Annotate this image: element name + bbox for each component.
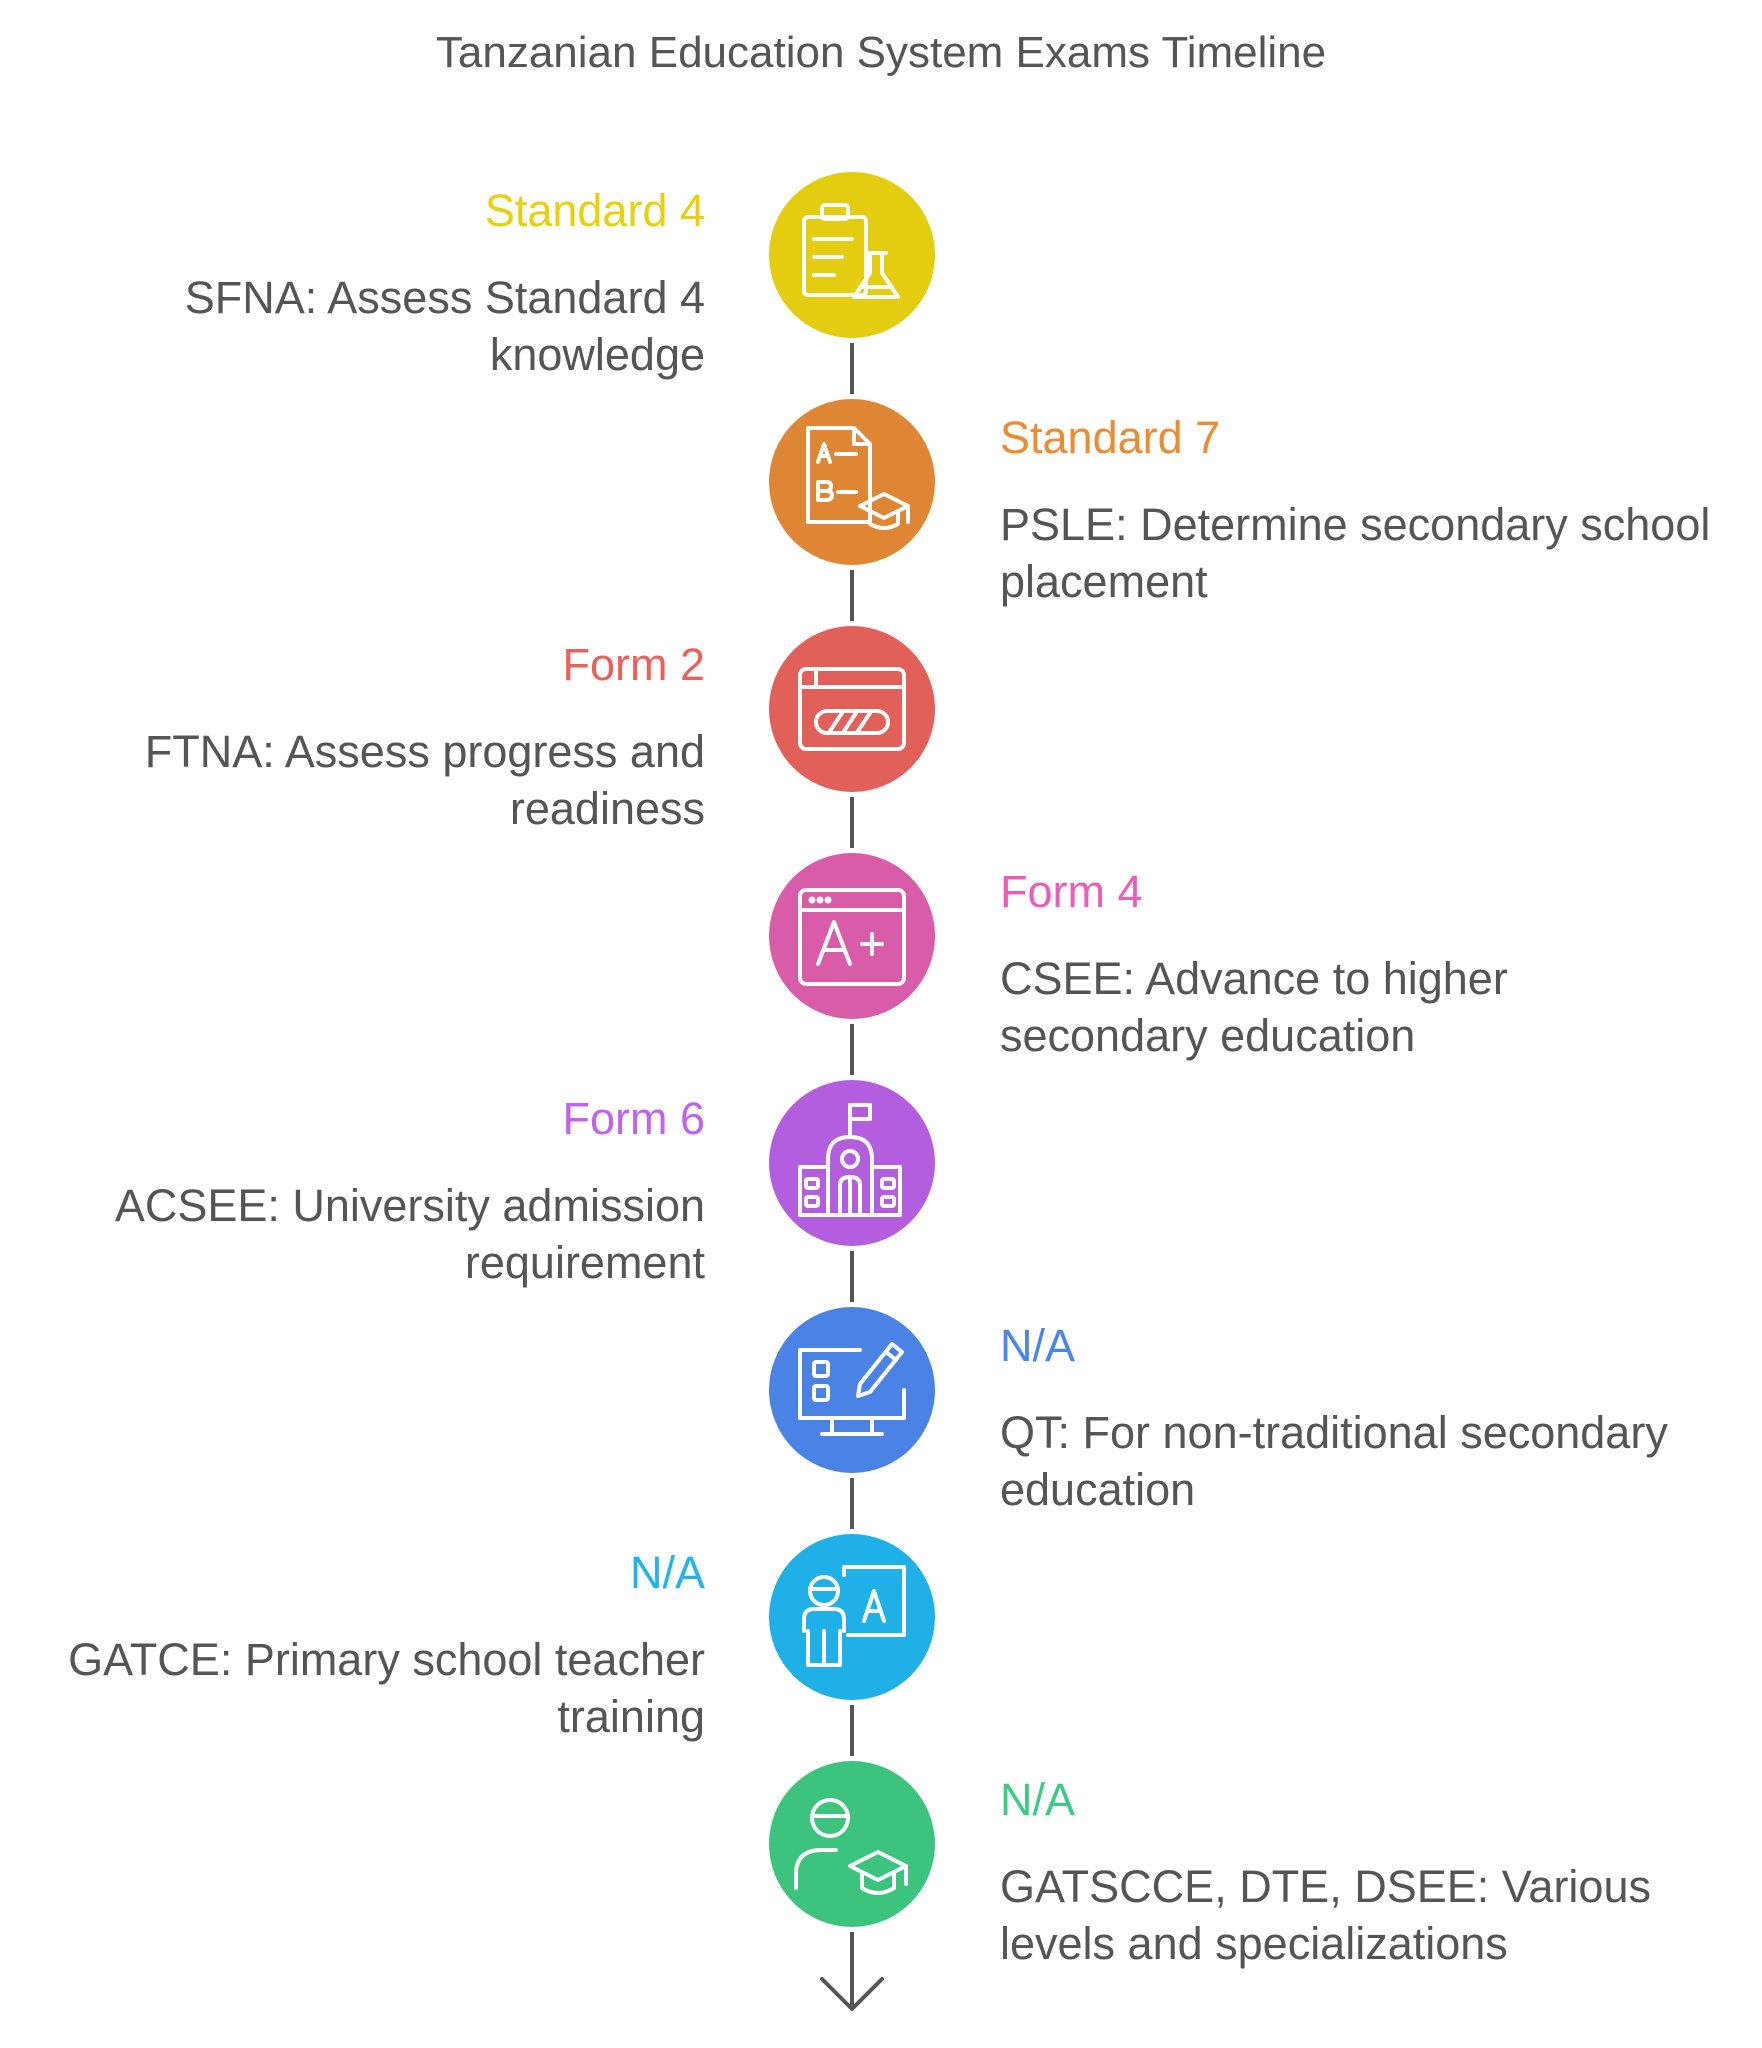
clipboard-flask-icon <box>802 203 900 299</box>
step-circle <box>769 1307 935 1473</box>
step-description: FTNA: Assess progress and readiness <box>144 726 705 834</box>
school-building-icon <box>798 1103 902 1217</box>
step-label: Standard 7 <box>1000 412 1221 463</box>
diagram-title: Tanzanian Education System Exams Timelin… <box>435 28 1327 77</box>
step-description: CSEE: Advance to higher secondary educat… <box>1000 953 1508 1061</box>
timeline-circles <box>769 172 935 1927</box>
step-description: SFNA: Assess Standard 4 knowledge <box>184 272 705 380</box>
step-label: Form 2 <box>562 639 705 690</box>
step-label: Standard 4 <box>484 185 705 236</box>
step-description: PSLE: Determine secondary school placeme… <box>1000 499 1711 607</box>
step-label: N/A <box>1000 1774 1076 1825</box>
a-plus-grade-icon <box>798 888 906 986</box>
graduate-student-icon <box>794 1798 908 1895</box>
teacher-board-icon <box>802 1565 906 1667</box>
step-label: N/A <box>629 1547 705 1598</box>
step-label: Form 6 <box>562 1093 705 1144</box>
progress-window-icon <box>798 667 906 751</box>
step-circle <box>769 172 935 338</box>
step-circle <box>769 1761 935 1927</box>
online-test-monitor-icon <box>798 1342 906 1436</box>
step-description: GATSCCE, DTE, DSEE: Various levels and s… <box>1000 1861 1651 1969</box>
step-label: Form 4 <box>1000 866 1143 917</box>
step-description: QT: For non-traditional secondary educat… <box>1000 1407 1668 1515</box>
step-description: GATCE: Primary school teacher training <box>68 1634 705 1742</box>
step-label: N/A <box>1000 1320 1076 1371</box>
step-circle <box>769 399 935 565</box>
step-circle <box>769 853 935 1019</box>
step-description: ACSEE: University admission requirement <box>114 1180 705 1288</box>
test-paper-graduation-icon <box>806 426 910 530</box>
arrow-head <box>820 1977 884 2011</box>
step-circle <box>769 1534 935 1700</box>
timeline-end-arrow <box>820 1932 884 2011</box>
